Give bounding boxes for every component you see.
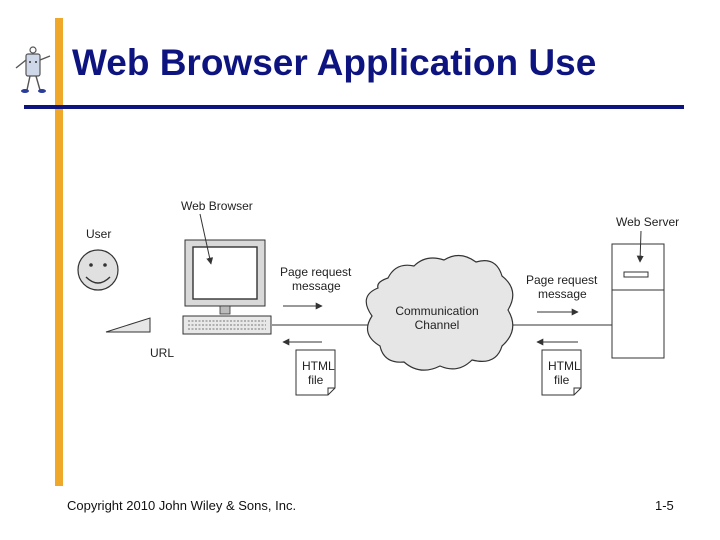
page-number: 1-5 xyxy=(655,498,674,513)
user-face-icon xyxy=(78,250,118,290)
user-label: User xyxy=(86,227,111,241)
url-label: URL xyxy=(150,346,174,360)
html-left-line1: HTML xyxy=(302,359,335,373)
server-label: Web Server xyxy=(616,215,679,229)
request-right-line2: message xyxy=(538,287,587,301)
html-right-line1: HTML xyxy=(548,359,581,373)
request-right-line1: Page request xyxy=(526,273,598,287)
server-tower-icon xyxy=(612,244,664,358)
request-left-line2: message xyxy=(292,279,341,293)
channel-line2: Channel xyxy=(415,318,460,332)
copyright-footer: Copyright 2010 John Wiley & Sons, Inc. xyxy=(67,498,296,513)
request-left-line1: Page request xyxy=(280,265,352,279)
html-right-line2: file xyxy=(554,373,570,387)
channel-line1: Communication xyxy=(395,304,478,318)
url-input-device xyxy=(106,318,150,332)
computer-icon xyxy=(183,240,271,334)
browser-label: Web Browser xyxy=(181,199,253,213)
html-left-line2: file xyxy=(308,373,324,387)
